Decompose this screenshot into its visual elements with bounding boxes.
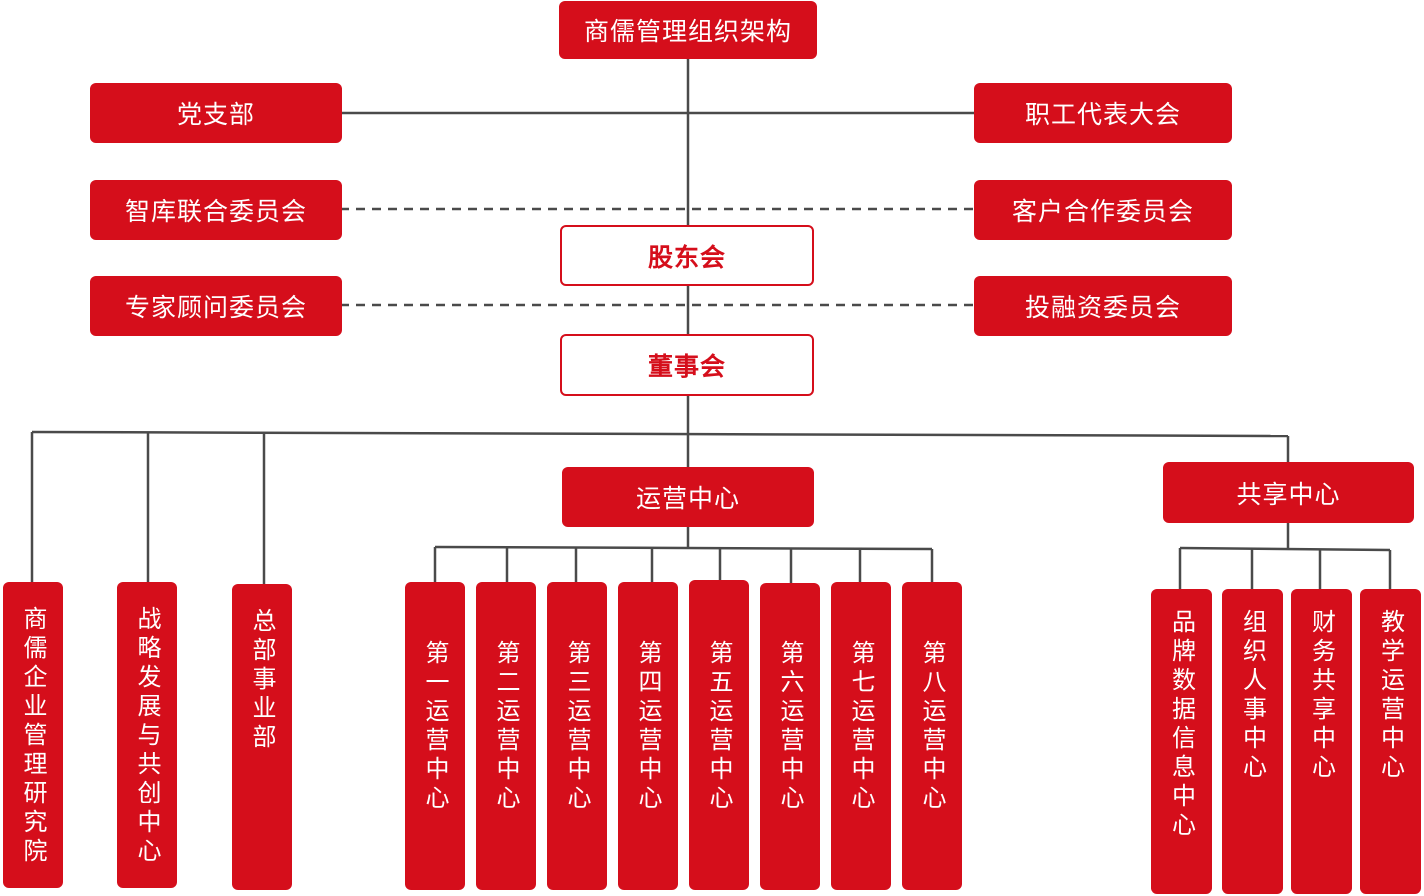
left-unit: 总部事业部 <box>232 584 292 890</box>
shared-unit-label: 教学运营中心 <box>1376 609 1405 783</box>
shared-unit-label: 组织人事中心 <box>1238 609 1267 783</box>
ops-unit: 第六运营中心 <box>760 583 820 890</box>
left-unit: 战略发展与共创中心 <box>117 582 177 888</box>
shared-unit: 财务共享中心 <box>1291 589 1352 894</box>
shareholders-box: 股东会 <box>560 225 814 286</box>
left-unit-label: 商儒企业管理研究院 <box>19 606 47 867</box>
chart-title: 商儒管理组织架构 <box>559 1 817 59</box>
party-branch-box: 党支部 <box>90 83 342 143</box>
shared-unit: 组织人事中心 <box>1222 589 1283 894</box>
think-tank-committee-box: 智库联合委员会 <box>90 180 342 240</box>
shared-unit-label: 财务共享中心 <box>1307 609 1336 783</box>
ops-unit-label: 第一运营中心 <box>421 640 449 814</box>
staff-congress-box: 职工代表大会 <box>974 83 1232 143</box>
left-unit: 商儒企业管理研究院 <box>3 582 63 888</box>
ops-unit: 第七运营中心 <box>831 582 891 890</box>
ops-unit-label: 第三运营中心 <box>563 640 591 814</box>
left-unit-label: 战略发展与共创中心 <box>133 606 161 867</box>
ops-unit-label: 第六运营中心 <box>776 640 804 814</box>
client-coop-committee-box: 客户合作委员会 <box>974 180 1232 240</box>
left-unit-label: 总部事业部 <box>248 608 276 753</box>
ops-unit: 第二运营中心 <box>476 582 536 890</box>
shared-unit: 教学运营中心 <box>1360 589 1421 894</box>
ops-unit: 第一运营中心 <box>405 582 465 890</box>
ops-unit-label: 第二运营中心 <box>492 640 520 814</box>
ops-unit: 第四运营中心 <box>618 582 678 890</box>
ops-unit: 第三运营中心 <box>547 582 607 890</box>
shared-unit-label: 品牌数据信息中心 <box>1167 609 1196 841</box>
ops-center-box: 运营中心 <box>562 467 814 527</box>
ops-unit: 第八运营中心 <box>902 582 962 890</box>
ops-unit-label: 第八运营中心 <box>918 640 946 814</box>
expert-committee-box: 专家顾问委员会 <box>90 276 342 336</box>
ops-unit: 第五运营中心 <box>689 580 749 890</box>
ops-unit-label: 第五运营中心 <box>705 640 733 814</box>
board-box: 董事会 <box>560 334 814 396</box>
ops-unit-label: 第七运营中心 <box>847 640 875 814</box>
ops-unit-label: 第四运营中心 <box>634 640 662 814</box>
shared-unit: 品牌数据信息中心 <box>1151 589 1212 894</box>
investment-committee-box: 投融资委员会 <box>974 276 1232 336</box>
shared-center-box: 共享中心 <box>1163 462 1414 523</box>
